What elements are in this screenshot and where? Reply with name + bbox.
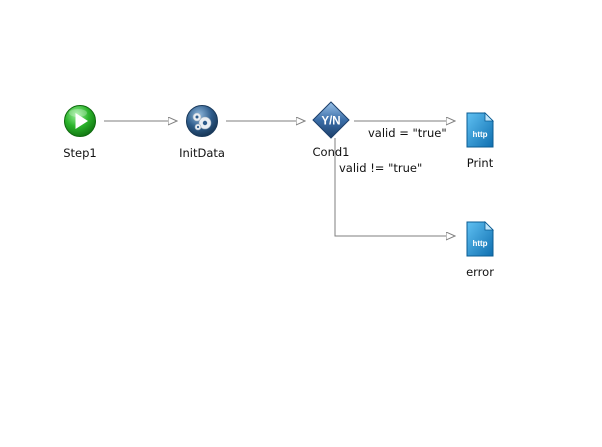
node-error-label: error	[466, 265, 494, 279]
print-http-text: http	[472, 130, 487, 139]
node-initdata-label: InitData	[179, 146, 225, 160]
edge-label-valid-true: valid = "true"	[368, 126, 447, 140]
yes-no-icon-text: Y/N	[321, 116, 340, 128]
node-step1-label: Step1	[63, 146, 97, 160]
error-http-text: http	[472, 239, 487, 248]
edge-label-valid-not-true: valid != "true"	[339, 161, 423, 175]
edge-cond1-error[interactable]	[334, 138, 455, 236]
http-file-icon: http	[466, 221, 494, 257]
node-cond1-label: Cond1	[312, 145, 350, 159]
yes-no-diamond-icon: Y/N	[312, 101, 350, 139]
http-file-icon: http	[466, 112, 494, 148]
node-print-label: Print	[466, 156, 494, 170]
gears-icon	[186, 105, 218, 137]
start-play-icon	[64, 105, 96, 137]
